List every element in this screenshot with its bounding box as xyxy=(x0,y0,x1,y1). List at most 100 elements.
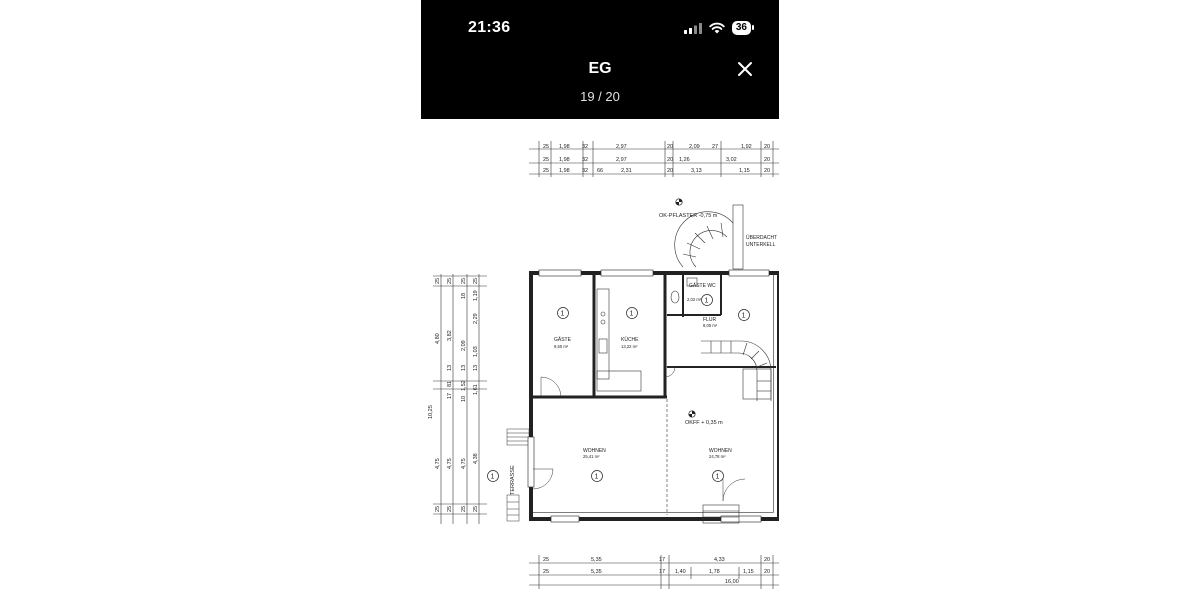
ok-pflaster-label: OK-PFLASTER -0,75 m xyxy=(659,213,718,219)
house-walls xyxy=(529,271,779,521)
entrance-steps xyxy=(702,504,740,524)
dim-label: 2,97 xyxy=(616,157,627,163)
dim-label: 4,75 xyxy=(447,458,453,469)
dim-label: 1,98 xyxy=(559,157,570,163)
dim-label: 27 xyxy=(712,144,718,150)
room-name: KÜCHE xyxy=(621,336,639,343)
dim-label: 20 xyxy=(764,569,770,575)
battery-icon: 36 xyxy=(731,21,755,35)
dim-label: 17 xyxy=(659,557,665,563)
dim-label: 20 xyxy=(667,168,673,174)
dim-label: 5,35 xyxy=(591,569,602,575)
dim-label: 32 xyxy=(582,144,588,150)
dim-label: 4,80 xyxy=(435,333,441,344)
dim-label: 25 xyxy=(461,506,467,512)
dim-label: 10,25 xyxy=(428,405,434,419)
room-marker: 1 xyxy=(561,311,565,318)
dim-label: 25 xyxy=(543,144,549,150)
bottom-dimension-labels: 25 5,35 17 4,33 20 25 5,35 17 1,40 1,78 … xyxy=(543,557,770,585)
inner-staircase xyxy=(701,340,772,401)
signal-icon xyxy=(683,22,702,34)
dim-label: 32 xyxy=(582,157,588,163)
unterkell-label: UNTERKELL xyxy=(746,242,776,248)
room-area: 25,41 m² xyxy=(583,454,600,459)
dim-label: 25 xyxy=(543,168,549,174)
room-markers xyxy=(487,294,750,482)
dim-label: 32 xyxy=(582,168,588,174)
room-area: 2,02 m² xyxy=(687,297,702,302)
dim-label: 25 xyxy=(435,506,441,512)
wifi-icon xyxy=(709,22,725,34)
dim-label: 1,61 xyxy=(473,384,479,395)
dim-label: 81 xyxy=(447,381,453,387)
room-labels: GÄSTE 9,50 m² KÜCHE 13,22 m² GÄSTE WC 2,… xyxy=(554,282,732,459)
status-time: 21:36 xyxy=(468,19,511,36)
viewer-title: EG xyxy=(588,60,612,77)
dim-label: 2,09 xyxy=(689,144,700,150)
door-swings xyxy=(532,366,746,502)
dim-label: 1,40 xyxy=(675,569,686,575)
dim-label: 18 xyxy=(461,293,467,299)
dim-label: 25 xyxy=(543,557,549,563)
dim-label: 20 xyxy=(667,144,673,150)
close-icon[interactable] xyxy=(733,57,757,81)
room-area: 8,05 m² xyxy=(703,323,718,328)
dim-label: 25 xyxy=(461,278,467,284)
dim-label: 20 xyxy=(764,144,770,150)
dim-label: 1,98 xyxy=(559,168,570,174)
dim-label: 13 xyxy=(473,365,479,371)
top-dimension-labels: 25 1,98 32 2,97 20 2,09 27 1,92 20 25 1,… xyxy=(543,144,770,174)
dim-label: 66 xyxy=(597,168,603,174)
dim-label: 25 xyxy=(473,278,479,284)
dim-label: 20 xyxy=(764,557,770,563)
status-icons: 36 xyxy=(683,21,755,35)
dim-label: 5,35 xyxy=(591,557,602,563)
left-dimension-labels: 25 4,80 10,25 4,75 25 25 3,82 13 81 17 4… xyxy=(428,278,479,512)
dim-label: 25 xyxy=(447,506,453,512)
dim-label: 4,33 xyxy=(714,557,725,563)
photo-viewer: 21:36 36 EG 19 / 20 xyxy=(421,0,779,600)
dim-label: 1,26 xyxy=(679,157,690,163)
dim-label: 20 xyxy=(764,168,770,174)
dim-label: 20 xyxy=(764,157,770,163)
room-name: WOHNEN xyxy=(583,448,606,454)
room-marker: 1 xyxy=(630,311,634,318)
dim-label: 25 xyxy=(473,506,479,512)
dim-label: 10 xyxy=(461,396,467,402)
room-area: 24,78 m² xyxy=(709,454,726,459)
room-marker: 1 xyxy=(716,474,720,481)
viewer-header: 21:36 36 EG 19 / 20 xyxy=(421,0,779,119)
room-marker: 1 xyxy=(742,313,746,320)
left-dimension-lines xyxy=(433,274,487,524)
dim-label: 2,29 xyxy=(473,313,479,324)
room-area: 13,22 m² xyxy=(621,344,638,349)
dim-label: 25 xyxy=(543,157,549,163)
dim-label: 4,75 xyxy=(435,458,441,469)
dim-label: 1,15 xyxy=(743,569,754,575)
dim-label: 20 xyxy=(667,157,673,163)
wc-fixtures xyxy=(670,277,698,304)
dim-total: 16,00 xyxy=(725,579,739,585)
dim-label: 2,09 xyxy=(461,340,467,351)
room-name: FLUR xyxy=(703,317,716,323)
dim-label: 13 xyxy=(461,365,467,371)
level-marker-inside xyxy=(688,410,696,418)
level-marker-outside xyxy=(675,198,683,206)
kitchen-counter xyxy=(596,288,642,392)
dim-label: 25 xyxy=(543,569,549,575)
room-name: GÄSTE xyxy=(554,336,572,343)
bottom-dimension-lines xyxy=(529,555,779,589)
dim-label: 1,03 xyxy=(473,346,479,357)
dim-label: 3,02 xyxy=(726,157,737,163)
room-name: GÄSTE WC xyxy=(689,282,716,289)
dim-label: 1,52 xyxy=(461,380,467,391)
dim-label: 1,19 xyxy=(473,290,479,301)
dim-label: 1,15 xyxy=(739,168,750,174)
room-marker: 1 xyxy=(595,474,599,481)
room-marker-labels: 1 1 1 1 1 1 1 xyxy=(491,298,746,481)
image-counter: 19 / 20 xyxy=(580,89,620,104)
spiral-stair-outside xyxy=(674,204,744,270)
dim-label: 17 xyxy=(659,569,665,575)
dim-label: 2,97 xyxy=(616,144,627,150)
floorplan-image[interactable]: 25 1,98 32 2,97 20 2,09 27 1,92 20 25 1,… xyxy=(421,119,779,600)
